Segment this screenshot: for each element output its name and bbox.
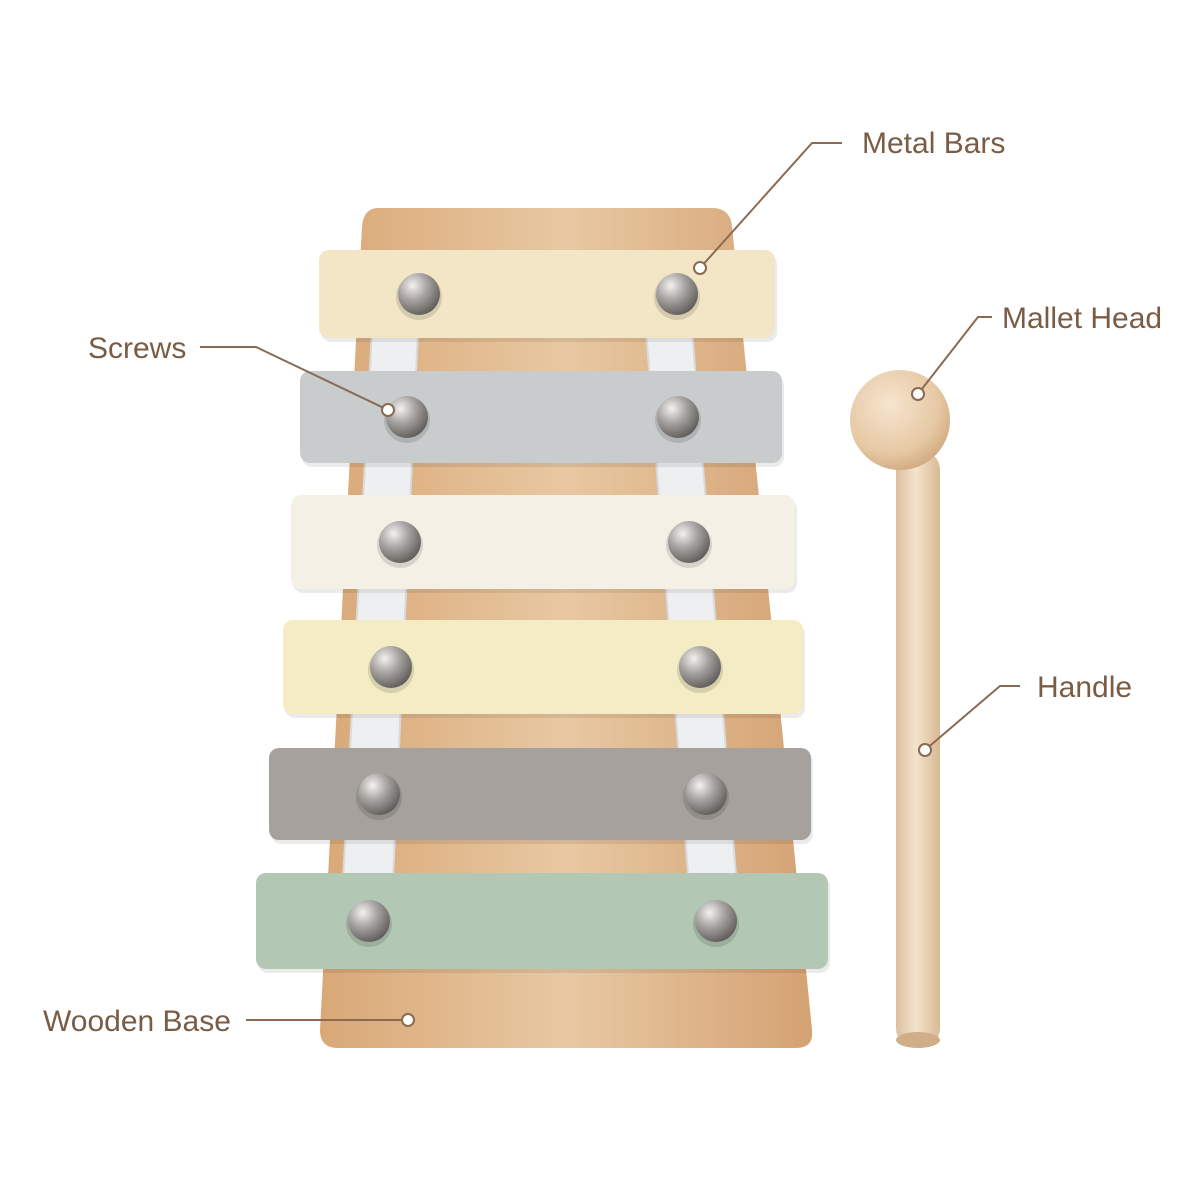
metal-bar-4 [283, 620, 805, 718]
screw-5-2 [685, 773, 727, 815]
dot-handle [918, 743, 932, 757]
leader-handle [924, 685, 1020, 751]
screw-4-1 [370, 646, 412, 688]
metal-bar-6 [256, 873, 830, 973]
leader-metal-bars [699, 142, 842, 269]
dot-metal-bars [693, 261, 707, 275]
screw-4-2 [679, 646, 721, 688]
metal-bar-5 [269, 748, 813, 844]
screw-1-2 [656, 273, 698, 315]
mallet [850, 370, 950, 1048]
screw-2-2 [657, 396, 699, 438]
bar-plate [319, 250, 775, 338]
label-handle: Handle [1037, 671, 1132, 704]
leader-screws [200, 346, 389, 411]
label-mallet-head: Mallet Head [1002, 302, 1162, 335]
bar-plate [256, 873, 828, 969]
metal-bar-3 [291, 495, 797, 593]
label-wooden-base: Wooden Base [43, 1005, 231, 1038]
label-screws: Screws [88, 332, 186, 365]
leader-lines [200, 142, 1020, 1021]
screw-6-1 [348, 900, 390, 942]
dot-mallet-head [911, 387, 925, 401]
metal-bar-2 [300, 371, 784, 467]
screw-6-2 [695, 900, 737, 942]
dot-screws [381, 403, 395, 417]
bar-plate [291, 495, 795, 589]
metal-bar-1 [319, 250, 777, 342]
screw-5-1 [358, 773, 400, 815]
mallet-handle [896, 450, 940, 1048]
bar-plate [269, 748, 811, 840]
label-metal-bars: Metal Bars [862, 127, 1005, 160]
handle-end [896, 1032, 940, 1048]
dot-wooden-base [401, 1013, 415, 1027]
screw-2-1 [386, 396, 428, 438]
mallet-head-ball [850, 370, 950, 470]
screw-3-1 [379, 521, 421, 563]
leader-dots [381, 261, 932, 1027]
screw-3-2 [668, 521, 710, 563]
leader-mallet-head [917, 316, 992, 395]
screw-1-1 [398, 273, 440, 315]
metal-bars [256, 250, 830, 973]
bar-plate [300, 371, 782, 463]
bar-plate [283, 620, 803, 714]
